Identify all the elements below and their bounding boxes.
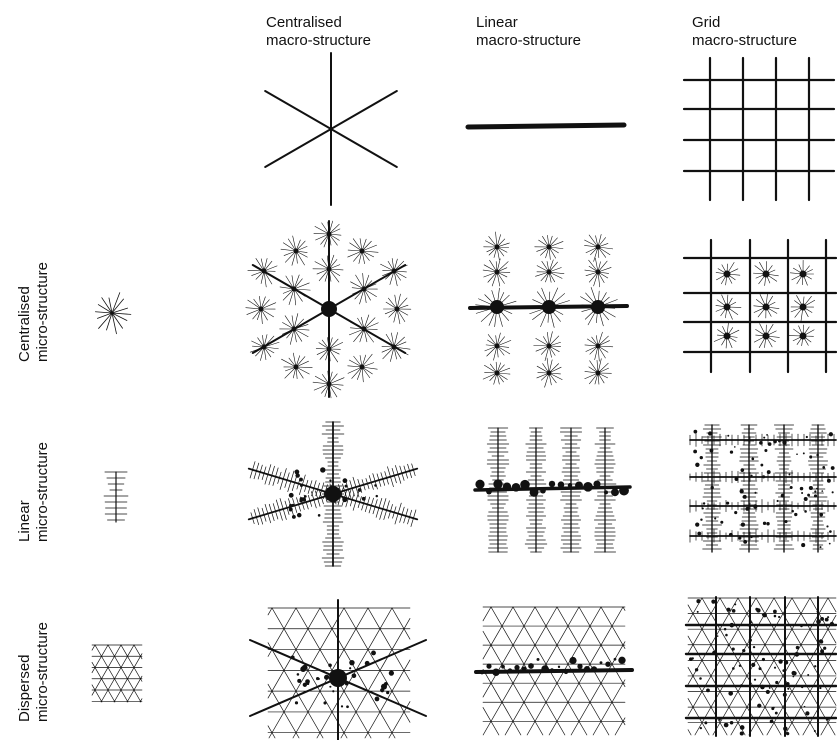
- grid-macro-centralised-micro: [684, 240, 836, 372]
- micro-dispersed-sample: [92, 645, 142, 702]
- macro-linear-pattern: [468, 125, 624, 127]
- linear-macro-dispersed-micro: [476, 607, 632, 735]
- macro-centralised-pattern: [265, 53, 397, 205]
- linear-macro-centralised-micro: [470, 232, 627, 387]
- centralised-macro-dispersed-micro: [250, 600, 426, 740]
- micro-linear-sample: [104, 472, 128, 522]
- centralised-macro-centralised-micro: [246, 221, 411, 398]
- micro-centralised-sample: [95, 293, 130, 334]
- grid-macro-linear-micro: [690, 425, 836, 552]
- linear-macro-linear-micro: [475, 428, 630, 552]
- macro-grid-pattern: [684, 58, 834, 200]
- grid-macro-dispersed-micro: [686, 597, 836, 736]
- centralised-macro-linear-micro: [249, 422, 417, 566]
